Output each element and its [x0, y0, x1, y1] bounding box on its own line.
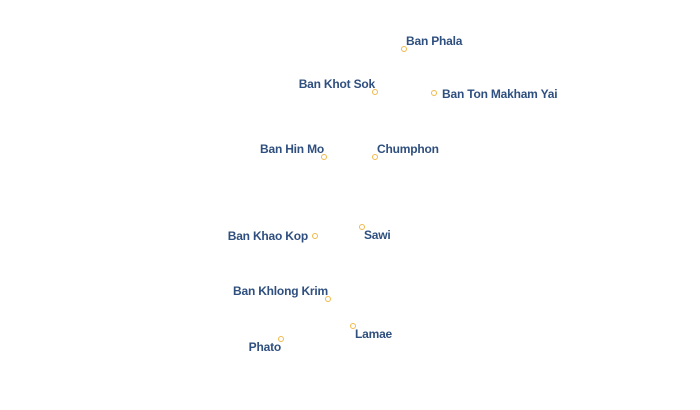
place-marker[interactable] [325, 296, 331, 302]
place-label: Chumphon [377, 142, 439, 156]
place-label: Sawi [364, 228, 391, 242]
place-label: Ban Khao Kop [227, 229, 308, 243]
place-marker[interactable] [359, 224, 365, 230]
place-marker[interactable] [372, 89, 378, 95]
place-marker[interactable] [312, 233, 318, 239]
place-marker[interactable] [321, 154, 327, 160]
place-label: Lamae [355, 327, 393, 341]
place-marker[interactable] [350, 323, 356, 329]
place-marker[interactable] [431, 90, 437, 96]
place-label: Ban Khot Sok [298, 77, 375, 91]
place-label: Ban Ton Makham Yai [442, 87, 558, 101]
place-marker[interactable] [401, 46, 407, 52]
place-label: Phato [248, 340, 282, 354]
place-marker[interactable] [372, 154, 378, 160]
place-marker[interactable] [278, 336, 284, 342]
place-label: Ban Khlong Krim [233, 284, 328, 298]
place-label: Ban Hin Mo [260, 142, 324, 156]
place-label: Ban Phala [406, 34, 463, 48]
